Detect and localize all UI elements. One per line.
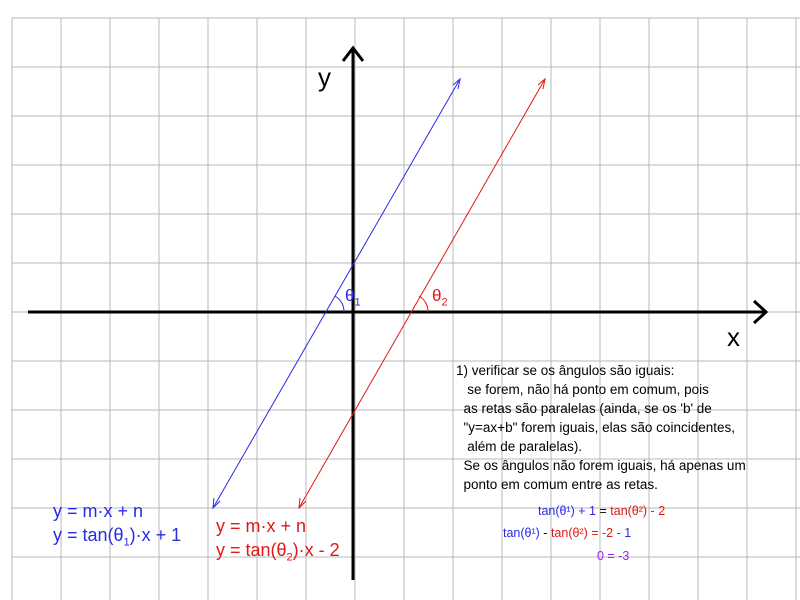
line-2-equation-general: y = m·x + n <box>216 516 307 536</box>
x-axis-label: x <box>727 322 740 352</box>
explanation-line: além de paralelas). <box>456 439 583 454</box>
explanation-note: 1) verificar se os ângulos são iguais: s… <box>456 361 746 494</box>
line-2-arrow-top-icon <box>537 77 546 90</box>
derivation-row-2-tail-mid: = -2 - <box>587 526 625 540</box>
grid <box>11 17 800 600</box>
derivation-row-1-right: tan(θ²) - 2 <box>610 504 666 518</box>
theta1-symbol: θ <box>345 286 355 305</box>
derivation-row-1: tan(θ¹) + 1 = tan(θ²) - 2 <box>538 504 665 518</box>
line-1 <box>212 78 461 509</box>
explanation-line: Se os ângulos não forem iguais, há apena… <box>456 458 746 473</box>
x-axis-arrow-icon <box>752 299 769 325</box>
theta2-subscript: 2 <box>441 296 448 309</box>
explanation-line: ponto em comum entre as retas. <box>456 477 658 492</box>
derivation-row-3: 0 = -3 <box>597 549 630 563</box>
line-1-arrow-bottom-icon <box>212 497 221 510</box>
line-2-equation-specific: y = tan(θ2)·x - 2 <box>216 540 340 564</box>
line-1-equations: y = m·x + n y = tan(θ1)·x + 1 <box>53 499 181 555</box>
theta2-symbol: θ <box>432 286 442 305</box>
y-axis-label: y <box>318 62 331 92</box>
derivation-row-1-left: tan(θ¹) + 1 <box>538 504 597 518</box>
y-axis-arrow-icon <box>341 45 365 62</box>
theta1-subscript: 1 <box>354 296 361 309</box>
line-1-equation-specific: y = tan(θ1)·x + 1 <box>53 525 182 549</box>
theta2-label: θ2 <box>432 286 448 308</box>
angle-theta1-arc <box>334 295 345 313</box>
derivation-row-2-right: tan(θ²) <box>550 526 588 540</box>
angle-theta2-arc <box>418 295 429 313</box>
explanation-line: "y=ax+b" forem iguais, elas são coincide… <box>456 420 736 435</box>
theta1-label: θ1 <box>345 286 361 308</box>
line-2-equations: y = m·x + n y = tan(θ2)·x - 2 <box>216 514 340 570</box>
derivation-row-2-left: tan(θ¹) <box>503 526 540 540</box>
line-1-arrow-top-icon <box>452 77 461 90</box>
explanation-line: 1) verificar se os ângulos são iguais: <box>456 363 675 378</box>
derivation-row-1-eq: = <box>596 504 611 518</box>
derivation-row-2: tan(θ¹) - tan(θ²) = -2 - 1 <box>503 526 631 540</box>
explanation-line: se forem, não há ponto em comum, pois <box>456 382 709 397</box>
derivation-row-2-minus: - <box>539 526 551 540</box>
line-1-equation-general: y = m·x + n <box>53 501 144 521</box>
line-2-arrow-bottom-icon <box>298 497 307 510</box>
derivation-row-2-tail: 1 <box>624 526 632 540</box>
explanation-line: as retas são paralelas (ainda, se os 'b'… <box>456 401 712 416</box>
line-2 <box>298 78 546 509</box>
